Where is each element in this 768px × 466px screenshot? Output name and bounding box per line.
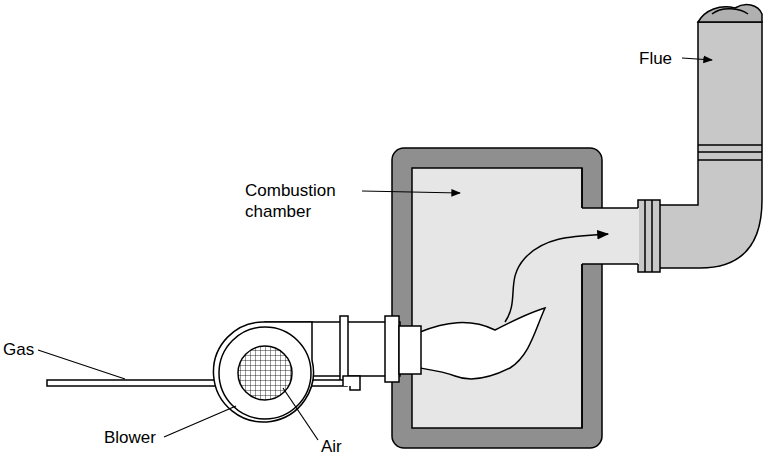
part-label: Flue [639,48,672,69]
blower [213,322,313,422]
part-label: Gas [3,339,34,360]
part-label: Air [321,436,342,457]
leader-lines [38,58,712,440]
combustion-chamber [392,148,639,448]
flue-pipe [638,5,762,272]
part-label: Combustion chamber [245,180,360,222]
part-label: Blower [104,427,156,448]
flow-arrow [505,234,608,322]
flame [420,308,545,379]
